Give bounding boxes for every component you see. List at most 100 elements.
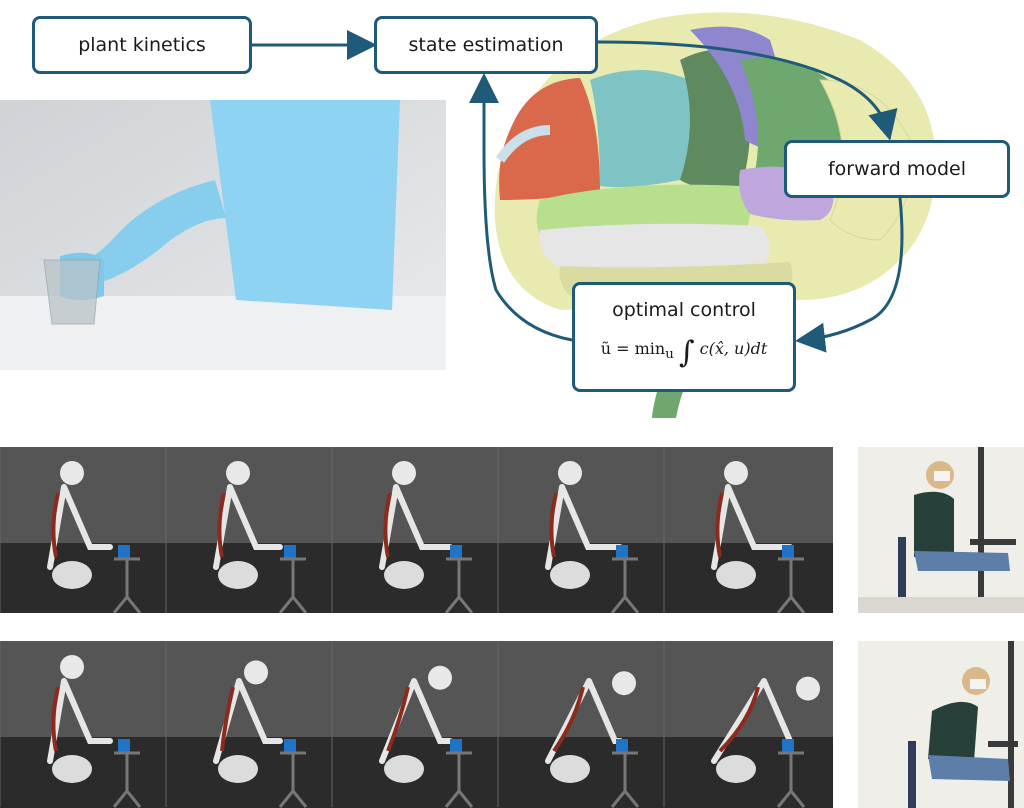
- stand: [444, 751, 474, 808]
- cup-icon: [118, 739, 130, 753]
- cup-icon: [450, 739, 462, 753]
- avatar-arm: [84, 180, 226, 286]
- glass-icon: [43, 259, 101, 325]
- muscle-lines: [552, 686, 585, 753]
- stand: [278, 751, 308, 808]
- skeleton-limbs: [47, 484, 113, 570]
- stand-pole: [978, 447, 984, 613]
- pelvis: [218, 755, 258, 783]
- stand: [278, 557, 308, 613]
- avatar-torso: [210, 100, 400, 310]
- frontal-region: [499, 78, 600, 200]
- stand: [112, 557, 142, 613]
- muscle-lines: [51, 686, 60, 752]
- stand: [776, 751, 806, 808]
- person-mask: [934, 471, 950, 481]
- plant-kinetics-label: plant kinetics: [78, 34, 206, 56]
- chair: [908, 741, 916, 808]
- formula-rhs: c(x̂, u)dt: [699, 339, 768, 358]
- stand-pole: [1008, 641, 1014, 808]
- skeleton-limbs: [379, 484, 453, 570]
- skeleton-limbs: [711, 484, 793, 570]
- formula-lhs: ũ = min: [600, 339, 666, 358]
- flow-arrows: [252, 30, 904, 353]
- cup-icon: [782, 739, 794, 753]
- person-legs: [928, 755, 1010, 781]
- skull: [60, 461, 84, 485]
- skull: [612, 671, 636, 696]
- forward-model-box: forward model: [784, 140, 1010, 198]
- skull: [558, 461, 582, 485]
- skeleton-figure: [331, 641, 474, 808]
- pelvis: [52, 561, 92, 589]
- arrow-icon: [795, 197, 904, 353]
- state-estimation-label: state estimation: [408, 34, 564, 56]
- skull: [392, 461, 416, 485]
- formula-integral: ∫: [678, 335, 695, 370]
- photo-floor: [858, 597, 1024, 613]
- skeleton-figure: [165, 447, 308, 613]
- cup-icon: [616, 739, 628, 753]
- muscle-lines: [217, 492, 226, 558]
- person-mask: [970, 679, 986, 689]
- cup-icon: [284, 545, 296, 559]
- photo-person-illustration: [908, 641, 1018, 808]
- person-legs: [914, 551, 1010, 571]
- pelvis: [52, 755, 92, 783]
- photo-person-1: [858, 447, 1024, 613]
- brain-illustration: [494, 12, 936, 418]
- pelvis: [550, 561, 590, 589]
- photo-person-illustration: [858, 447, 1024, 613]
- simulation-frames-1: [0, 447, 833, 613]
- frontal-pole: [495, 125, 551, 163]
- cup-icon: [450, 545, 462, 559]
- skull: [244, 660, 268, 685]
- muscle-lines: [718, 686, 760, 753]
- forward-model-label: forward model: [827, 158, 967, 180]
- chair: [898, 537, 906, 597]
- skull: [796, 676, 820, 701]
- pelvis: [384, 755, 424, 783]
- stand: [112, 751, 142, 808]
- skull: [428, 665, 452, 690]
- skull: [226, 461, 250, 485]
- tray: [988, 741, 1018, 747]
- muscle-lines: [715, 492, 724, 558]
- plant-kinetics-box: plant kinetics: [32, 16, 252, 74]
- cup-icon: [118, 545, 130, 559]
- stand: [610, 751, 640, 808]
- skeleton-limbs: [213, 484, 283, 570]
- state-estimation-box: state estimation: [374, 16, 598, 74]
- skeleton-figure: [0, 447, 142, 613]
- skeleton-figure: [165, 641, 308, 808]
- optimal-control-box: optimal control ũ = minu ∫ c(x̂, u)dt: [572, 282, 796, 392]
- simulation-frames-2: [0, 641, 833, 808]
- skeleton-figure: [497, 447, 640, 613]
- simulation-strip-2: [0, 641, 833, 808]
- tray: [970, 539, 1016, 545]
- photo-person-2: [858, 641, 1024, 808]
- avatar-panel: [0, 100, 446, 370]
- arrow-icon: [597, 40, 898, 141]
- control-formula: ũ = minu ∫ c(x̂, u)dt: [575, 335, 793, 370]
- skeleton-limbs: [47, 678, 113, 764]
- simulation-strip-1: [0, 447, 833, 613]
- avatar-illustration: [0, 100, 446, 370]
- optimal-control-label: optimal control: [612, 299, 756, 321]
- skeleton-figure: [331, 447, 474, 613]
- pelvis: [716, 755, 756, 783]
- muscle-lines: [549, 492, 558, 558]
- skeleton-figure: [497, 641, 640, 808]
- person-shirt: [928, 701, 978, 761]
- arrow-icon: [469, 73, 573, 342]
- temporal-mid-region: [539, 223, 770, 271]
- cup-icon: [782, 545, 794, 559]
- skull: [724, 461, 748, 485]
- muscle-lines: [383, 492, 392, 558]
- stand: [776, 557, 806, 613]
- cup-icon: [284, 739, 296, 753]
- skeleton-figure: [663, 447, 806, 613]
- premotor-region: [590, 70, 694, 188]
- pelvis: [716, 561, 756, 589]
- muscle-lines: [386, 686, 410, 752]
